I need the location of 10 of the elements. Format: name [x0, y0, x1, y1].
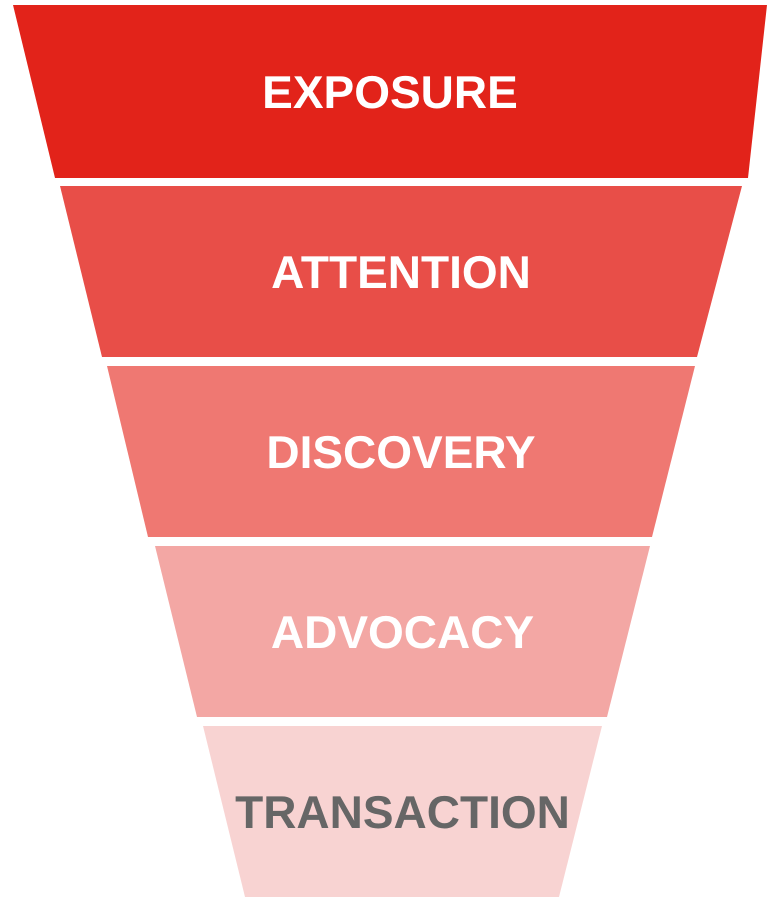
funnel-segment — [13, 5, 767, 178]
funnel-segment — [203, 726, 602, 897]
stage-label: TRANSACTION — [235, 784, 570, 838]
stage-label: ADVOCACY — [270, 604, 534, 658]
stage-label: EXPOSURE — [262, 64, 518, 118]
stage-label: ATTENTION — [271, 244, 531, 298]
funnel-segment — [155, 546, 650, 717]
funnel-segment — [107, 366, 695, 537]
funnel-segment — [60, 186, 742, 357]
stage-label: DISCOVERY — [266, 424, 536, 478]
